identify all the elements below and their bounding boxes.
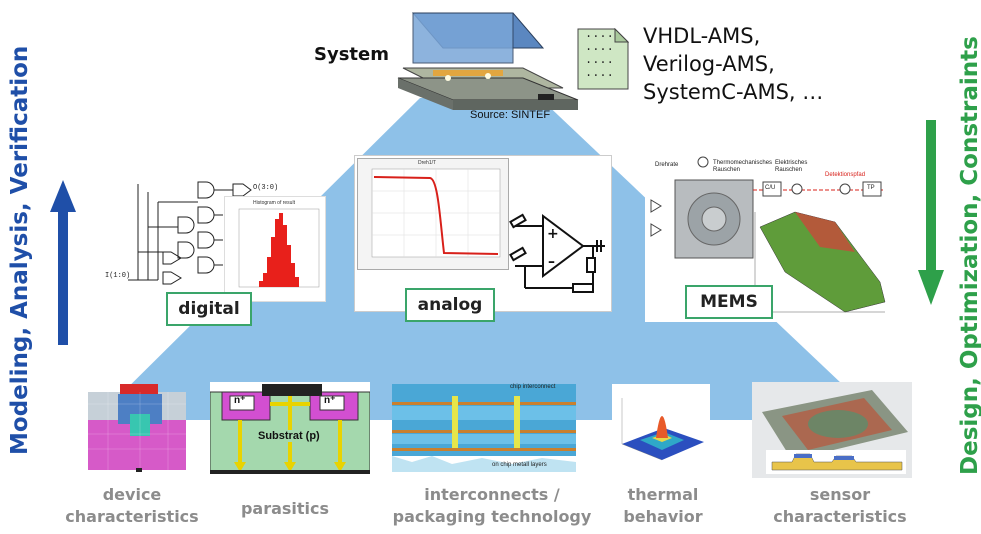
up-arrow-icon — [50, 180, 76, 345]
interconnect-top-label: chip interconnect — [510, 384, 556, 390]
mems-thermo: Thermomechanisches Rauschen — [713, 160, 773, 173]
interconnect-image: chip interconnect on chip metall layers — [392, 384, 576, 472]
mems-drehrate: Drehrate — [655, 162, 679, 168]
language-verilog: Verilog-AMS, — [643, 52, 775, 76]
label-sensor-characteristics: sensor characteristics — [773, 485, 907, 526]
right-axis-label: Design, Optimization, Constraints — [957, 36, 981, 475]
mems-elektrisch: Elektrisches Rauschen — [775, 160, 808, 173]
mems-tp: TP — [867, 185, 875, 191]
parasitics-substrat: Substrat (p) — [258, 430, 320, 442]
svg-text:+: + — [547, 226, 559, 242]
interconnect-diagram — [392, 384, 576, 472]
histogram-title: Histogram of result — [253, 200, 295, 206]
thermal-image — [612, 384, 710, 470]
interconnect-bottom-label: on chip metall layers — [492, 462, 547, 468]
analog-panel: Dreh1/T + – — [354, 155, 612, 312]
thermal-plot — [621, 398, 704, 461]
analog-plot: Dreh1/T — [357, 158, 509, 270]
left-axis-label: Modeling, Analysis, Verification — [7, 45, 33, 455]
mems-detektion: Detektionspfad — [825, 172, 866, 178]
svg-text:–: – — [548, 254, 555, 270]
digital-label: digital — [166, 292, 252, 326]
digital-output-label: O(3:0) — [253, 184, 279, 192]
parasitics-n-right: n⁺ — [324, 395, 336, 406]
histogram-plot — [238, 208, 320, 288]
digital-schematic — [128, 181, 252, 285]
mems-label: MEMS — [685, 285, 773, 319]
source-label: Source: SINTEF — [470, 109, 551, 121]
down-arrow-icon — [918, 120, 944, 305]
digital-histogram: Histogram of result — [224, 196, 326, 302]
mems-diagram — [650, 156, 886, 313]
mems-cu: C/U — [765, 185, 776, 191]
sensor-photo — [752, 382, 912, 478]
analog-plot-curve — [371, 168, 501, 258]
label-parasitics: parasitics — [240, 499, 330, 518]
document-icon — [577, 28, 629, 90]
label-thermal-behavior: thermal behavior — [623, 485, 703, 526]
document-dots: .... .... .... .... — [585, 27, 614, 80]
parasitics-image: n⁺ n⁺ Substrat (p) — [209, 382, 371, 475]
digital-input-label: I(1:0) — [105, 272, 131, 280]
language-list: VHDL-AMS, Verilog-AMS, SystemC-AMS, … — [643, 22, 823, 106]
digital-panel: I(1:0) O(3:0) — [103, 162, 325, 302]
system-package-image — [397, 12, 579, 110]
parasitics-n-left: n⁺ — [234, 395, 246, 406]
language-vhdl: VHDL-AMS, — [643, 24, 761, 48]
language-systemc: SystemC-AMS, … — [643, 80, 824, 104]
system-label: System — [314, 44, 389, 65]
analog-plot-title: Dreh1/T — [418, 160, 437, 166]
label-interconnects: interconnects / packaging technology — [392, 485, 592, 526]
device-mesh-image — [88, 384, 186, 472]
opamp-schematic: + – — [509, 213, 605, 293]
analog-label: analog — [405, 288, 495, 322]
label-device-characteristics: device characteristics — [65, 485, 199, 526]
